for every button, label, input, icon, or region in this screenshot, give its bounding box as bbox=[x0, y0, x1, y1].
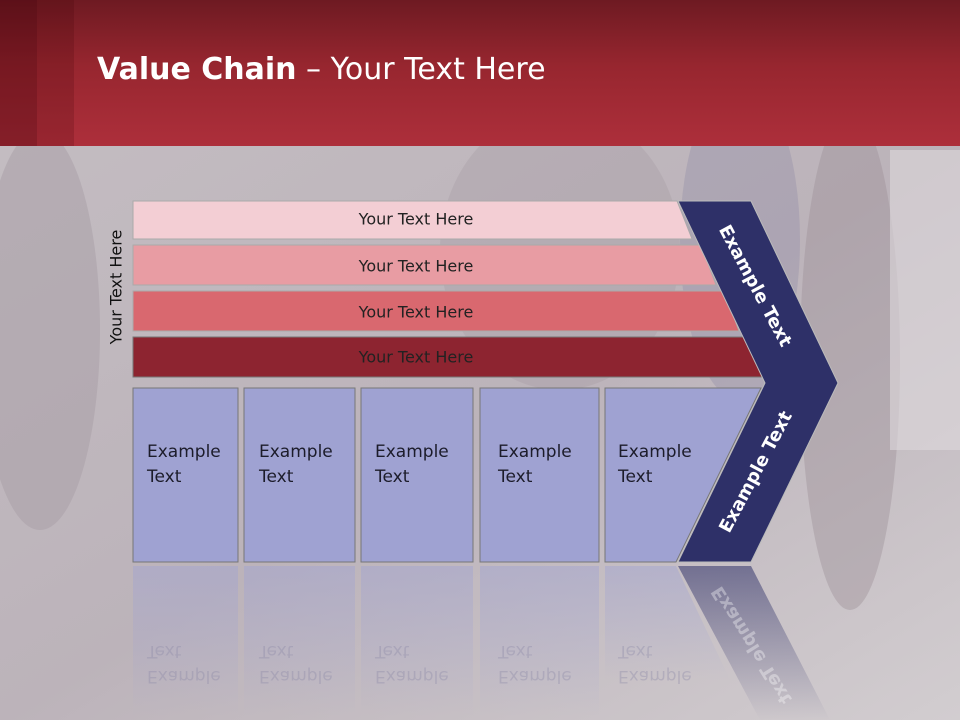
title-bold: Value Chain bbox=[97, 52, 297, 87]
box-text-line1: Example bbox=[498, 666, 572, 686]
box-text-line2: Text bbox=[375, 467, 410, 487]
box-text-line1: Example bbox=[375, 666, 449, 686]
bar-4-label: Your Text Here bbox=[358, 347, 474, 367]
box-1 bbox=[132, 387, 239, 563]
box-text-line2: Text bbox=[618, 641, 653, 661]
box-reflection bbox=[605, 566, 730, 680]
header-accent bbox=[0, 0, 37, 146]
box-text-line1: Example bbox=[147, 666, 221, 686]
title-rest: – Your Text Here bbox=[296, 52, 546, 87]
bar-2-label: Your Text Here bbox=[358, 256, 474, 276]
box-text-line2: Text bbox=[498, 641, 533, 661]
bar-3 bbox=[132, 290, 740, 332]
box-text-line1: Example bbox=[147, 442, 221, 462]
box-text-line1: Example bbox=[618, 666, 692, 686]
bar-2 bbox=[132, 244, 717, 286]
box-2-reflection-text: Example Text bbox=[259, 638, 333, 688]
box-text-line2: Text bbox=[498, 467, 533, 487]
page-title: Value Chain – Your Text Here bbox=[97, 52, 546, 87]
box-text-line2: Text bbox=[147, 467, 182, 487]
header-accent bbox=[37, 0, 74, 146]
box-2 bbox=[243, 387, 356, 563]
bar-3-label: Your Text Here bbox=[358, 302, 474, 322]
box-text-line2: Text bbox=[618, 467, 653, 487]
box-reflection bbox=[244, 566, 355, 716]
box-text-line1: Example bbox=[498, 442, 572, 462]
bar-1 bbox=[132, 200, 693, 240]
box-reflection bbox=[133, 566, 238, 716]
box-text-line2: Text bbox=[259, 641, 294, 661]
box-text-line1: Example bbox=[259, 666, 333, 686]
box-text-line2: Text bbox=[259, 467, 294, 487]
chevron-arrow bbox=[677, 200, 839, 563]
box-4 bbox=[479, 387, 600, 563]
box-4-reflection-text: Example Text bbox=[498, 638, 572, 688]
header-bar: Value Chain – Your Text Here bbox=[0, 0, 960, 146]
side-label: Your Text Here bbox=[106, 229, 126, 345]
box-reflection bbox=[361, 566, 473, 716]
box-text-line1: Example bbox=[618, 442, 692, 462]
box-1-reflection-text: Example Text bbox=[147, 638, 221, 688]
box-text-line2: Text bbox=[375, 641, 410, 661]
box-text-line1: Example bbox=[259, 442, 333, 462]
box-3-reflection-text: Example Text bbox=[375, 638, 449, 688]
bar-1-label: Your Text Here bbox=[358, 209, 474, 229]
chevron-reflection bbox=[678, 566, 830, 720]
box-text-line2: Text bbox=[147, 641, 182, 661]
box-reflection bbox=[480, 566, 599, 716]
box-3 bbox=[360, 387, 474, 563]
box-5 bbox=[604, 387, 762, 563]
box-text-line1: Example bbox=[375, 442, 449, 462]
box-5-reflection-text: Example Text bbox=[618, 638, 692, 688]
